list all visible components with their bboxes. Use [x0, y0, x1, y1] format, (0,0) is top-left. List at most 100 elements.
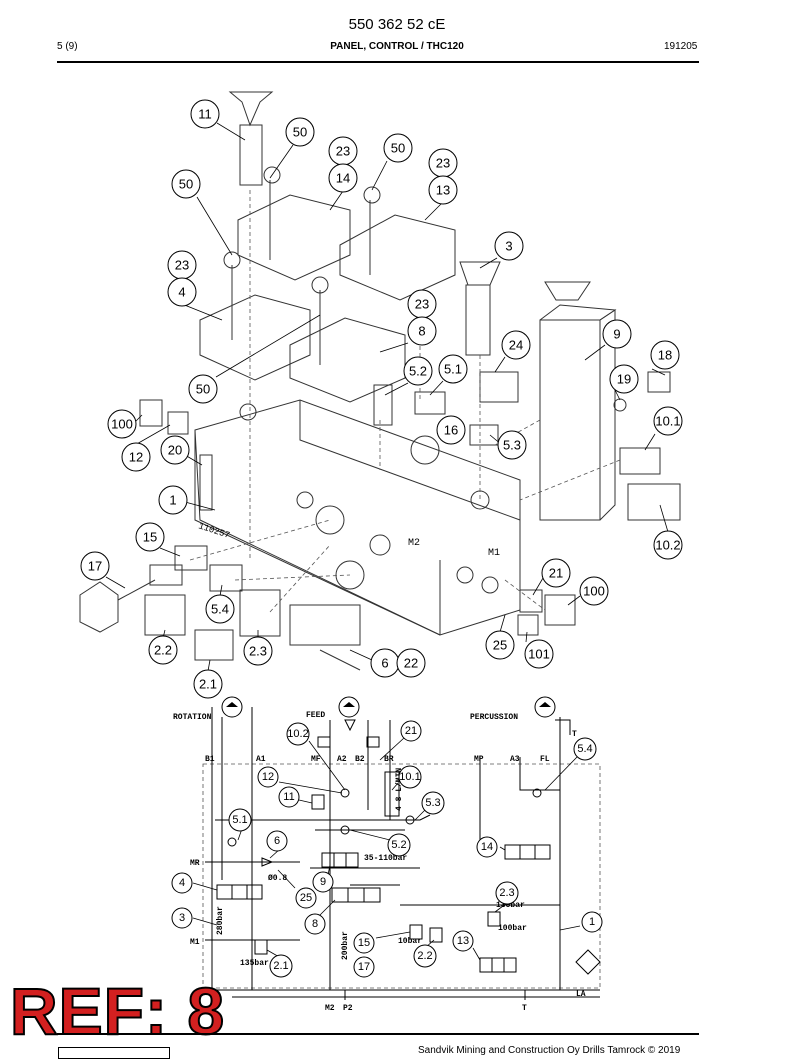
svg-text:17: 17 [358, 961, 370, 973]
svg-text:50: 50 [196, 382, 210, 397]
document-number: 550 362 52 cE [348, 16, 446, 33]
svg-text:10.2: 10.2 [287, 728, 308, 740]
callout-10.1: 10.1 [653, 406, 683, 436]
svg-text:2.3: 2.3 [499, 887, 514, 899]
schematic-callout-8: 8 [304, 913, 326, 935]
callout-100: 100 [579, 576, 609, 606]
callout-3: 3 [494, 231, 524, 261]
exploded-view-artwork [79, 91, 681, 671]
svg-text:2.3: 2.3 [249, 644, 267, 659]
callout-50: 50 [285, 117, 315, 147]
schematic-callout-4: 4 [171, 872, 193, 894]
svg-text:2.2: 2.2 [154, 643, 172, 658]
schematic-callout-13: 13 [452, 930, 474, 952]
svg-text:24: 24 [509, 338, 523, 353]
callout-5.1: 5.1 [438, 354, 468, 384]
spec-flow: 4-8 L/MIN [395, 768, 404, 811]
schematic-callout-17: 17 [353, 956, 375, 978]
schematic-artwork [202, 696, 601, 1000]
svg-text:3: 3 [505, 239, 512, 254]
schematic-callout-14: 14 [476, 836, 498, 858]
spec-35-110bar: 35-110bar [364, 854, 407, 863]
callout-13: 13 [428, 175, 458, 205]
callout-24: 24 [501, 330, 531, 360]
svg-text:21: 21 [405, 725, 417, 737]
header-rule [57, 61, 699, 63]
svg-text:6: 6 [381, 656, 388, 671]
block-marking-serial: 110257 [197, 521, 231, 541]
callout-18: 18 [650, 340, 680, 370]
svg-text:5.2: 5.2 [391, 839, 406, 851]
document-date: 191205 [664, 41, 698, 52]
schematic-callout-2.1: 2.1 [269, 954, 293, 978]
svg-text:5.3: 5.3 [425, 797, 440, 809]
footer-rule [57, 1033, 699, 1035]
callout-8: 8 [407, 316, 437, 346]
callout-11: 11 [190, 99, 220, 129]
svg-text:1: 1 [169, 493, 176, 508]
schematic-title-feed: FEED [306, 711, 325, 720]
port-b1: B1 [205, 755, 215, 764]
svg-text:14: 14 [481, 841, 493, 853]
block-marking-m1: M1 [488, 548, 500, 559]
svg-text:10.2: 10.2 [655, 538, 680, 553]
svg-text:21: 21 [549, 566, 563, 581]
callout-23: 23 [428, 148, 458, 178]
svg-text:50: 50 [179, 177, 193, 192]
schematic-callout-12: 12 [257, 766, 279, 788]
svg-text:50: 50 [293, 125, 307, 140]
callout-2.3: 2.3 [243, 636, 273, 666]
callout-50: 50 [188, 374, 218, 404]
callout-14: 14 [328, 163, 358, 193]
port-a3: A3 [510, 755, 520, 764]
callout-15: 15 [135, 522, 165, 552]
svg-text:8: 8 [418, 324, 425, 339]
footer-copyright: Sandvik Mining and Construction Oy Drill… [418, 1045, 681, 1056]
callout-22: 22 [396, 648, 426, 678]
callout-12: 12 [121, 442, 151, 472]
callout-2.2: 2.2 [148, 635, 178, 665]
svg-text:12: 12 [129, 450, 143, 465]
callout-16: 16 [436, 415, 466, 445]
schematic-title-rotation: ROTATION [173, 713, 212, 722]
callout-23: 23 [328, 136, 358, 166]
svg-text:18: 18 [658, 348, 672, 363]
svg-text:23: 23 [415, 297, 429, 312]
callout-6: 6 [370, 648, 400, 678]
brand-logo [58, 1047, 170, 1059]
port-b2: B2 [355, 755, 365, 764]
svg-text:2.1: 2.1 [273, 960, 288, 972]
svg-text:8: 8 [312, 918, 318, 930]
spec-10bar: 10bar [398, 937, 422, 946]
svg-text:5.1: 5.1 [232, 814, 247, 826]
svg-text:5.4: 5.4 [211, 602, 229, 617]
schematic-callout-2.3: 2.3 [495, 881, 519, 905]
svg-text:22: 22 [404, 656, 418, 671]
schematic-callout-2.2: 2.2 [413, 944, 437, 968]
callout-2.1: 2.1 [193, 669, 223, 699]
schematic-callout-25: 25 [295, 887, 317, 909]
svg-text:15: 15 [358, 937, 370, 949]
schematic-callout-1: 1 [581, 911, 603, 933]
schematic-callout-3: 3 [171, 907, 193, 929]
schematic-callout-5.2: 5.2 [387, 833, 411, 857]
svg-text:50: 50 [391, 141, 405, 156]
port-mp: MP [474, 755, 484, 764]
spec-orifice: Ø0.8 [268, 874, 287, 883]
svg-text:100: 100 [583, 584, 605, 599]
schematic-callout-10.1: 10.1 [398, 765, 422, 789]
svg-text:25: 25 [300, 892, 312, 904]
svg-text:100: 100 [111, 417, 133, 432]
spec-135bar-percussion: 135bar [496, 901, 525, 910]
svg-text:6: 6 [274, 835, 280, 847]
port-p2: P2 [343, 1004, 353, 1013]
port-br: BR [384, 755, 394, 764]
svg-text:14: 14 [336, 171, 350, 186]
svg-text:11: 11 [283, 791, 294, 803]
svg-text:4: 4 [178, 285, 185, 300]
schematic-callout-11: 11 [278, 786, 300, 808]
svg-text:10.1: 10.1 [655, 414, 680, 429]
svg-text:16: 16 [444, 423, 458, 438]
port-t-tank: T [572, 730, 577, 739]
